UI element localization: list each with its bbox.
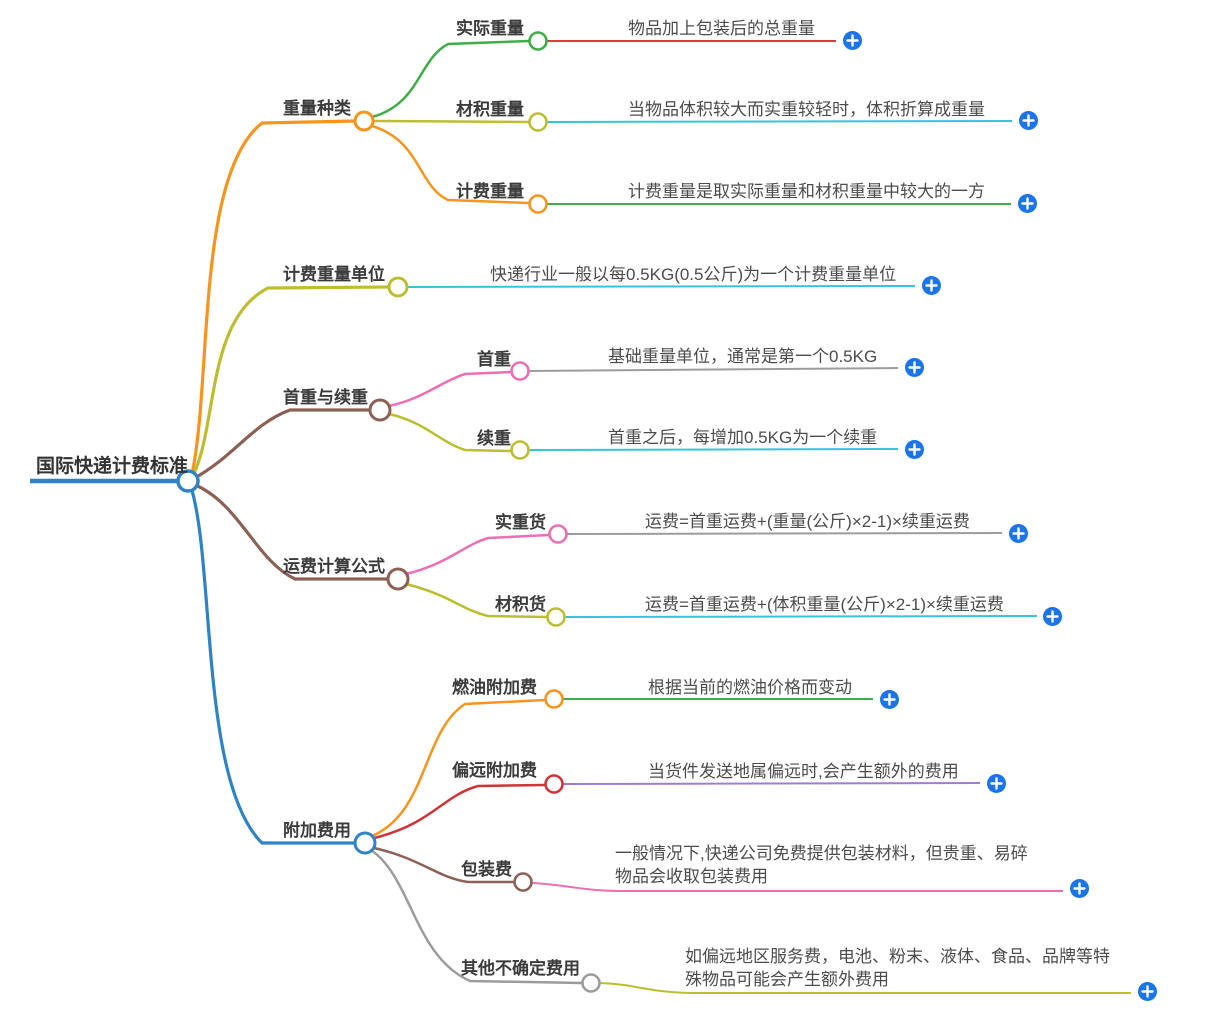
node-circle-weight-types[interactable] xyxy=(353,110,375,132)
node-circle-chargeable-weight[interactable] xyxy=(528,194,548,214)
plus-icon xyxy=(990,777,1003,790)
add-button-actual-weight[interactable] xyxy=(843,31,862,50)
link-root-weight-types xyxy=(190,119,356,475)
link-fuel-surcharge xyxy=(371,698,546,838)
topic-additional-weight[interactable]: 续重 xyxy=(477,429,511,448)
root-topic[interactable]: 国际快递计费标准 xyxy=(36,456,189,477)
link-volumetric-goods xyxy=(405,582,548,619)
link-chargeable-weight xyxy=(371,124,530,205)
add-button-volumetric-weight[interactable] xyxy=(1019,111,1038,130)
desc-actual-weight[interactable]: 物品加上包装后的总重量 xyxy=(628,19,815,38)
leafline-actual-goods xyxy=(566,532,1003,535)
link-actual-weight xyxy=(371,39,530,119)
add-button-additional-weight[interactable] xyxy=(905,440,924,459)
node-circle-root[interactable] xyxy=(176,469,200,493)
node-circle-other-fees[interactable] xyxy=(581,973,601,993)
plus-icon xyxy=(846,34,859,47)
plus-icon xyxy=(1021,197,1034,210)
topic-volumetric-goods[interactable]: 材积货 xyxy=(495,595,546,614)
leafline-volumetric-goods xyxy=(564,615,1038,618)
add-button-remote-surcharge[interactable] xyxy=(987,774,1006,793)
plus-icon xyxy=(908,443,921,456)
leafline-billing-unit xyxy=(406,285,916,288)
desc-chargeable-weight[interactable]: 计费重量是取实际重量和材积重量中较大的一方 xyxy=(628,182,985,201)
add-button-packing-fee[interactable] xyxy=(1070,879,1089,898)
add-button-first-weight[interactable] xyxy=(905,358,924,377)
leafline-other-fees xyxy=(599,982,1131,994)
add-button-fuel-surcharge[interactable] xyxy=(880,690,899,709)
desc-billing-unit[interactable]: 快递行业一般以每0.5KG(0.5公斤)为一个计费重量单位 xyxy=(490,265,897,284)
link-additional-weight xyxy=(388,412,512,453)
topic-billing-unit[interactable]: 计费重量单位 xyxy=(283,265,385,284)
desc-additional-weight[interactable]: 首重之后，每增加0.5KG为一个续重 xyxy=(608,428,878,447)
desc-actual-goods[interactable]: 运费=首重运费+(重量(公斤)×2-1)×续重运费 xyxy=(645,512,970,531)
topic-surcharges[interactable]: 附加费用 xyxy=(283,821,351,840)
plus-icon xyxy=(1012,527,1025,540)
node-circle-actual-weight[interactable] xyxy=(528,31,548,51)
topic-weight-types[interactable]: 重量种类 xyxy=(283,99,351,118)
leafline-remote-surcharge xyxy=(562,782,981,785)
link-remote-surcharge xyxy=(373,783,546,840)
add-button-other-fees[interactable] xyxy=(1138,982,1157,1001)
plus-icon xyxy=(883,693,896,706)
leafline-packing-fee xyxy=(531,882,1063,892)
add-button-billing-unit[interactable] xyxy=(922,276,941,295)
link-root-first-additional xyxy=(192,408,370,481)
node-circle-formula[interactable] xyxy=(386,567,410,591)
topic-packing-fee[interactable]: 包装费 xyxy=(461,860,512,879)
node-circle-remote-surcharge[interactable] xyxy=(544,774,564,794)
desc-fuel-surcharge[interactable]: 根据当前的燃油价格而变动 xyxy=(648,678,852,697)
add-button-volumetric-goods[interactable] xyxy=(1043,607,1062,626)
plus-icon xyxy=(1046,610,1059,623)
topic-actual-goods[interactable]: 实重货 xyxy=(495,513,546,532)
desc-other-fees[interactable]: 如偏远地区服务费，电池、粉末、液体、食品、品牌等特殊物品可能会产生额外费用 xyxy=(685,947,1110,989)
node-circle-first-weight[interactable] xyxy=(510,361,530,381)
leafline-first-weight xyxy=(528,367,899,372)
link-first-weight xyxy=(388,370,512,408)
link-root-billing-unit xyxy=(190,285,390,478)
node-circle-volumetric-weight[interactable] xyxy=(528,112,548,132)
plus-icon xyxy=(908,361,921,374)
node-circle-actual-goods[interactable] xyxy=(548,524,568,544)
link-actual-goods xyxy=(405,533,550,576)
node-circle-billing-unit[interactable] xyxy=(387,276,409,298)
node-circle-fuel-surcharge[interactable] xyxy=(544,689,564,709)
link-packing-fee xyxy=(373,846,514,884)
desc-volumetric-goods[interactable]: 运费=首重运费+(体积重量(公斤)×2-1)×续重运费 xyxy=(645,595,1004,614)
desc-volumetric-weight[interactable]: 当物品体积较大而实重较轻时，体积折算成重量 xyxy=(628,100,985,119)
plus-icon xyxy=(925,279,938,292)
link-volumetric-weight xyxy=(372,119,530,124)
add-button-actual-goods[interactable] xyxy=(1009,524,1028,543)
topic-remote-surcharge[interactable]: 偏远附加费 xyxy=(452,761,537,780)
topic-other-fees[interactable]: 其他不确定费用 xyxy=(461,959,580,978)
leafline-volumetric-weight xyxy=(546,120,1013,123)
leafline-additional-weight xyxy=(528,448,899,451)
topic-actual-weight[interactable]: 实际重量 xyxy=(456,19,524,38)
link-root-formula xyxy=(192,482,388,581)
desc-packing-fee[interactable]: 一般情况下,快递公司免费提供包装材料，但贵重、易碎物品会收取包装费用 xyxy=(615,844,1028,886)
plus-icon xyxy=(1141,985,1154,998)
topic-chargeable-weight[interactable]: 计费重量 xyxy=(456,182,524,201)
plus-icon xyxy=(1022,114,1035,127)
link-root-surcharges xyxy=(189,486,355,845)
node-circle-additional-weight[interactable] xyxy=(510,440,530,460)
topic-fuel-surcharge[interactable]: 燃油附加费 xyxy=(452,678,537,697)
topic-first-weight[interactable]: 首重 xyxy=(477,350,511,369)
desc-first-weight[interactable]: 基础重量单位，通常是第一个0.5KG xyxy=(608,347,878,366)
plus-icon xyxy=(1073,882,1086,895)
node-circle-first-additional[interactable] xyxy=(368,398,392,422)
node-circle-surcharges[interactable] xyxy=(353,831,377,855)
topic-volumetric-weight[interactable]: 材积重量 xyxy=(456,100,524,119)
node-circle-packing-fee[interactable] xyxy=(513,872,533,892)
link-other-fees xyxy=(370,848,583,985)
topic-first-additional[interactable]: 首重与续重 xyxy=(283,388,368,407)
topic-formula[interactable]: 运费计算公式 xyxy=(283,557,385,576)
add-button-chargeable-weight[interactable] xyxy=(1018,194,1037,213)
desc-remote-surcharge[interactable]: 当货件发送地属偏远时,会产生额外的费用 xyxy=(648,762,959,781)
node-circle-volumetric-goods[interactable] xyxy=(546,607,566,627)
